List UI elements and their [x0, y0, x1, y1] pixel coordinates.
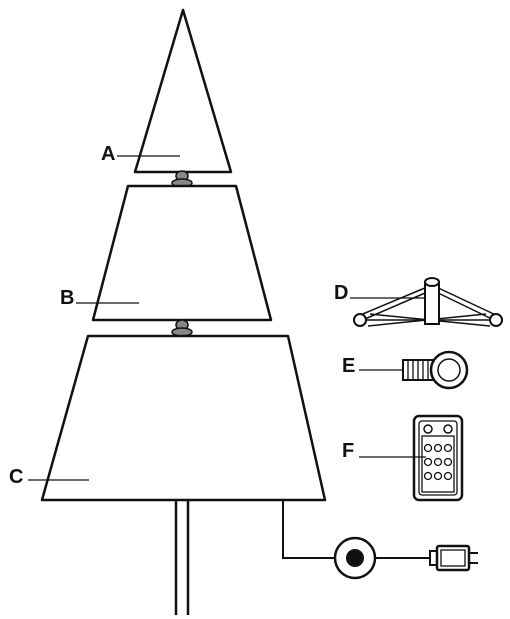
- label-e: E: [342, 355, 355, 377]
- label-a: A: [101, 143, 115, 165]
- spare-bulb-icon: [402, 350, 469, 390]
- power-cord: [282, 500, 430, 559]
- tree-section-a: [133, 8, 233, 174]
- inline-controller-icon: [333, 536, 377, 580]
- connector-bc: [171, 319, 193, 337]
- tree-section-b: [91, 184, 273, 322]
- trunk-pole: [174, 500, 190, 615]
- label-b: B: [60, 287, 74, 309]
- remote-control-icon: [412, 414, 464, 502]
- connector-ab: [171, 170, 193, 188]
- tree-section-c: [40, 334, 327, 502]
- label-d: D: [334, 282, 348, 304]
- tree-stand-icon: [353, 277, 503, 327]
- label-c: C: [9, 466, 23, 488]
- power-adapter-icon: [429, 544, 478, 572]
- label-f: F: [342, 440, 354, 462]
